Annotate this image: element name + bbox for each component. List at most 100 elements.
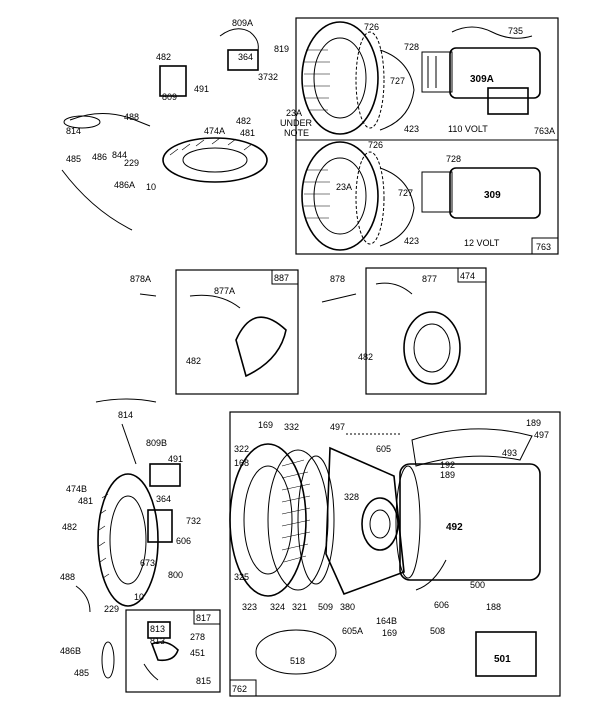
- label-309: 309: [484, 190, 501, 201]
- label-169-b: 169: [382, 628, 397, 638]
- rectifier-364-b: [149, 463, 181, 487]
- label-189: 189: [526, 418, 541, 428]
- bracket-328: [325, 446, 405, 596]
- alternator-877: [403, 311, 461, 385]
- label-800: 800: [168, 570, 183, 580]
- belt-321: [297, 455, 335, 585]
- label-501: 501: [494, 654, 511, 665]
- note-line-2: UNDER: [280, 118, 313, 128]
- wire-814-b: [95, 398, 157, 403]
- label-474a: 474A: [204, 126, 225, 136]
- label-328: 328: [344, 492, 359, 502]
- label-482-e: 482: [62, 522, 77, 532]
- switch-box-763a: [487, 87, 529, 115]
- pulley-323: [229, 443, 307, 597]
- label-324: 324: [270, 602, 285, 612]
- wire-488: [69, 113, 151, 127]
- group-id-763a: 763A: [534, 126, 555, 136]
- label-878a: 878A: [130, 274, 151, 284]
- bracket-493: [411, 428, 533, 467]
- group-474: 474 878 877 482: [321, 267, 487, 395]
- part-878: [321, 293, 357, 303]
- label-813: 813: [150, 624, 165, 634]
- label-605a: 605A: [342, 626, 363, 636]
- label-192: 192: [440, 460, 455, 470]
- label-325: 325: [234, 572, 249, 582]
- starter-motor-12v: [449, 167, 541, 219]
- label-814: 814: [66, 126, 81, 136]
- flywheel-12v: [301, 141, 379, 251]
- label-488: 488: [124, 112, 139, 122]
- group-id-763: 763: [536, 242, 551, 252]
- part-878a: [139, 293, 157, 297]
- label-728-b: 728: [446, 154, 461, 164]
- bracket-606: [147, 509, 173, 543]
- top-left-parts: 809A 482 364 819 809 3732 491 488 482 81…: [61, 18, 289, 231]
- label-508: 508: [430, 626, 445, 636]
- label-229-b: 229: [104, 604, 119, 614]
- bracket-809: [159, 65, 187, 97]
- label-10-b: 10: [134, 592, 144, 602]
- label-814-b: 814: [118, 410, 133, 420]
- label-491: 491: [194, 84, 209, 94]
- label-877a: 877A: [214, 286, 235, 296]
- label-482-c: 482: [186, 356, 201, 366]
- alternator-877a: [235, 316, 287, 378]
- group-id-887: 887: [274, 273, 289, 283]
- group-762: 762 169 332 497 189 497 322 168 605 493 …: [229, 411, 561, 697]
- label-727-b: 727: [398, 188, 413, 198]
- label-726-b: 726: [368, 140, 383, 150]
- wire-809a: [219, 28, 259, 51]
- label-815: 815: [196, 676, 211, 686]
- ring-486b: [101, 641, 115, 679]
- label-726: 726: [364, 22, 379, 32]
- group-887-frame: [175, 269, 299, 395]
- label-486a: 486A: [114, 180, 135, 190]
- label-673: 673: [140, 558, 155, 568]
- label-813-b: 813: [150, 636, 165, 646]
- label-169: 169: [258, 420, 273, 430]
- label-481: 481: [240, 128, 255, 138]
- note-line-3: NOTE: [284, 128, 309, 138]
- group-817-frame: [125, 609, 221, 693]
- label-606-b: 606: [434, 600, 449, 610]
- starter-motor-110v: [449, 47, 541, 99]
- label-423: 423: [404, 124, 419, 134]
- label-481-b: 481: [78, 496, 93, 506]
- regulator-501: [475, 631, 537, 677]
- label-482-b: 482: [236, 116, 251, 126]
- label-278: 278: [190, 632, 205, 642]
- label-878: 878: [330, 274, 345, 284]
- label-332: 332: [284, 422, 299, 432]
- label-10: 10: [146, 182, 156, 192]
- label-23a: 23A: [336, 182, 352, 192]
- part-451: [150, 641, 179, 662]
- label-735: 735: [508, 26, 523, 36]
- label-485: 485: [66, 154, 81, 164]
- label-451: 451: [190, 648, 205, 658]
- label-605: 605: [376, 444, 391, 454]
- label-482: 482: [156, 52, 171, 62]
- label-364: 364: [238, 52, 253, 62]
- group-id-762: 762: [232, 684, 247, 694]
- label-728: 728: [404, 42, 419, 52]
- group-id-474: 474: [460, 271, 475, 281]
- label-168: 168: [234, 458, 249, 468]
- label-819: 819: [274, 44, 289, 54]
- strap-606: [415, 559, 447, 591]
- generator-492: [399, 463, 541, 581]
- label-518: 518: [290, 656, 305, 666]
- label-309a: 309A: [470, 74, 494, 85]
- label-322: 322: [234, 444, 249, 454]
- label-486: 486: [92, 152, 107, 162]
- label-877: 877: [422, 274, 437, 284]
- label-809a: 809A: [232, 18, 253, 28]
- group-817: 817 813 813 278 451 815: [125, 609, 221, 693]
- ring-gear-12v: [355, 151, 385, 245]
- label-164b: 164B: [376, 616, 397, 626]
- label-497: 497: [330, 422, 345, 432]
- note-line-1: 23A: [286, 108, 302, 118]
- label-732: 732: [186, 516, 201, 526]
- label-474b: 474B: [66, 484, 87, 494]
